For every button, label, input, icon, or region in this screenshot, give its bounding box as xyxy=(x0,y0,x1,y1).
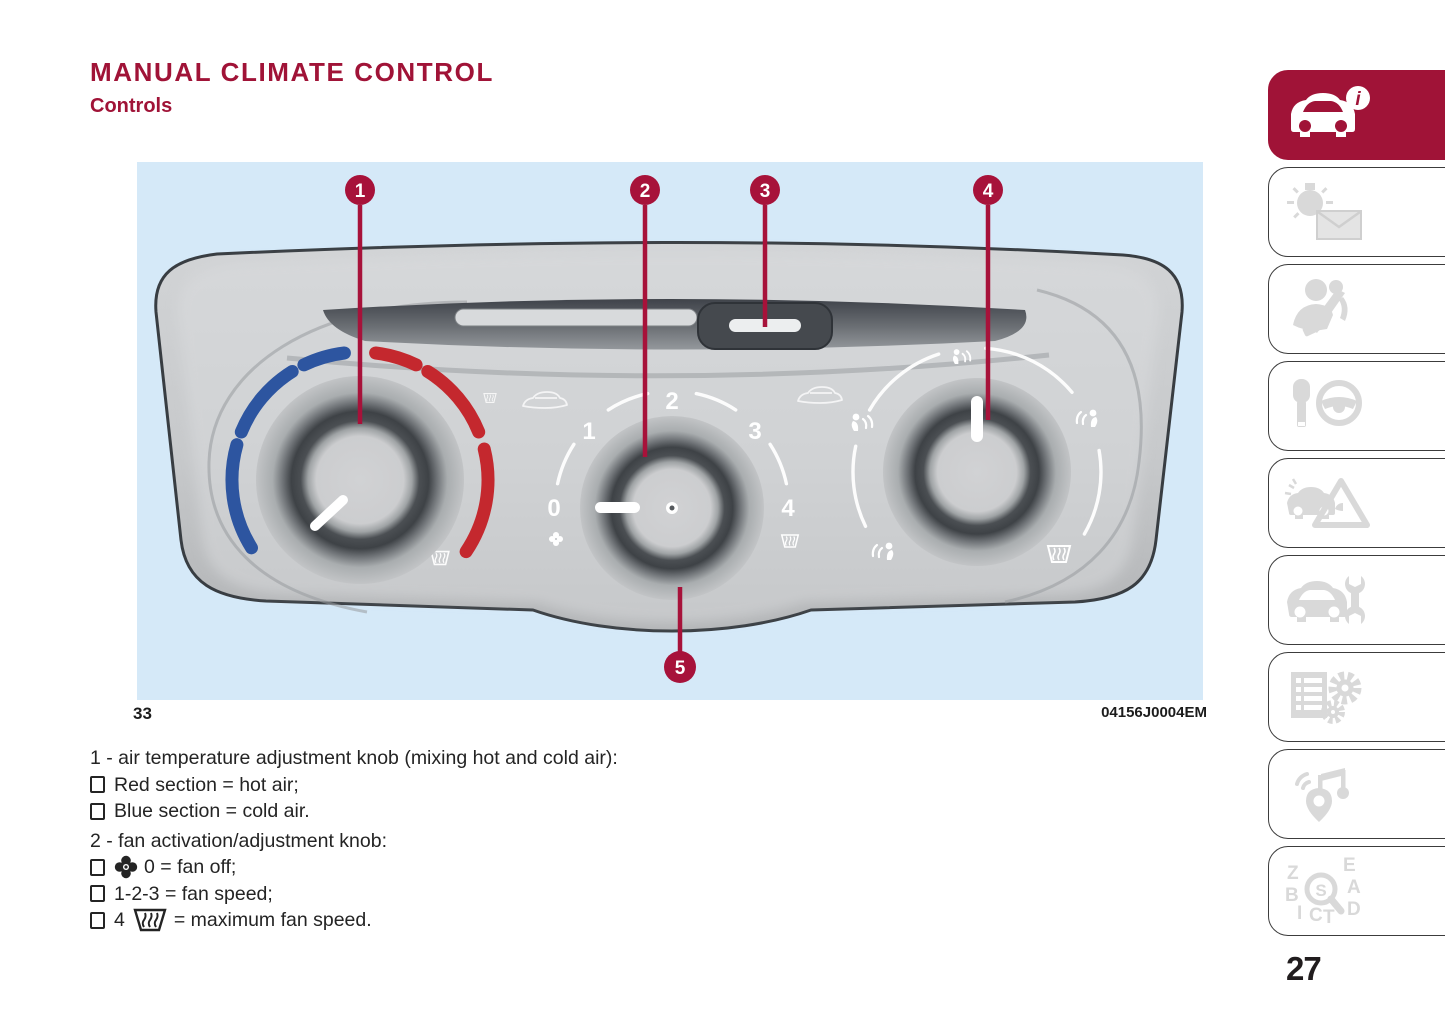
sidebar-tab-starting-and-driving[interactable] xyxy=(1268,361,1445,451)
fan-icon xyxy=(114,856,138,879)
item-text: 1-2-3 = fan speed; xyxy=(114,882,273,905)
sidebar-tab-servicing-and-care[interactable] xyxy=(1268,555,1445,645)
fan-knob-pointer xyxy=(595,502,640,513)
sidebar-tab-safety[interactable] xyxy=(1268,264,1445,354)
chapter-tab-sidebar: i xyxy=(1268,0,1445,1025)
sidebar-tab-emergency[interactable] xyxy=(1268,458,1445,548)
car-info-icon: i xyxy=(1291,86,1370,137)
checkbox-bullet-icon xyxy=(90,802,105,820)
page-title: MANUAL CLIMATE CONTROL xyxy=(90,57,494,87)
item-text: Blue section = cold air. xyxy=(114,800,310,822)
fan-scale-4: 4 xyxy=(781,495,795,522)
air-distribution-knob xyxy=(850,346,1103,566)
climate-control-panel-illustration: 0 1 2 3 4 xyxy=(154,175,1184,683)
checkbox-bullet-icon xyxy=(90,858,105,876)
fan-scale-2: 2 xyxy=(665,388,678,415)
vent-slot xyxy=(454,308,698,327)
list-item: 4 = maximum fan speed. xyxy=(90,907,750,934)
sidebar-tab-dashboard-lights-messages[interactable] xyxy=(1268,167,1445,257)
svg-text:Z: Z xyxy=(1287,863,1299,884)
list-item: 0 = fan off; xyxy=(90,854,750,881)
item-prefix: 4 xyxy=(114,909,125,931)
figure-caption: 33 04156J0004EM xyxy=(133,704,1207,724)
fan-knob: 0 1 2 3 4 xyxy=(547,388,799,600)
checkbox-bullet-icon xyxy=(90,776,105,794)
figure-code: 04156J0004EM xyxy=(1101,704,1207,721)
fan-scale-0: 0 xyxy=(547,495,560,522)
callout-1: 1 xyxy=(355,181,366,202)
temperature-knob-pointer xyxy=(310,495,348,531)
item-text: 2 - fan activation/adjustment knob: xyxy=(90,829,388,852)
item-text: 0 = fan off; xyxy=(144,856,237,878)
svg-text:I: I xyxy=(1297,903,1302,924)
list-item: 1 - air temperature adjustment knob (mix… xyxy=(90,745,750,772)
figure-number: 33 xyxy=(133,704,152,723)
svg-text:B: B xyxy=(1285,885,1299,906)
car-warning-triangle-icon xyxy=(1284,478,1370,528)
item-text: 1 - air temperature adjustment knob (mix… xyxy=(90,747,618,769)
fan-scale-3: 3 xyxy=(748,418,761,445)
svg-text:S: S xyxy=(1315,881,1326,900)
sidebar-tab-multimedia[interactable] xyxy=(1268,749,1445,839)
callout-5: 5 xyxy=(675,658,686,679)
max-defrost-icon xyxy=(133,909,167,932)
list-item: 1-2-3 = fan speed; xyxy=(90,881,750,908)
svg-text:D: D xyxy=(1347,899,1361,920)
sidebar-tab-technical-data[interactable] xyxy=(1268,652,1445,742)
occupant-seatbelt-icon xyxy=(1293,279,1348,337)
music-navigation-icon xyxy=(1295,768,1349,822)
key-steering-wheel-icon xyxy=(1293,379,1362,427)
svg-text:E: E xyxy=(1343,857,1356,876)
callout-2: 2 xyxy=(640,181,651,202)
svg-text:A: A xyxy=(1347,877,1361,898)
svg-text:T: T xyxy=(1323,907,1335,925)
checkbox-bullet-icon xyxy=(90,885,105,903)
list-item: 2 - fan activation/adjustment knob: xyxy=(90,828,750,855)
document-gears-icon xyxy=(1291,671,1362,724)
content: 1 - air temperature adjustment knob (mix… xyxy=(90,745,750,934)
list-item: Blue section = cold air. xyxy=(90,798,750,825)
distribution-knob-pointer xyxy=(971,396,983,442)
climate-control-figure: 0 1 2 3 4 xyxy=(137,162,1203,700)
list-item: Red section = hot air; xyxy=(90,772,750,799)
car-wrench-icon xyxy=(1287,576,1365,624)
sidebar-tab-vehicle-info[interactable]: i xyxy=(1268,70,1445,160)
temperature-knob xyxy=(225,346,495,584)
section-subtitle: Controls xyxy=(90,95,173,117)
light-envelope-icon xyxy=(1287,183,1362,240)
callout-4: 4 xyxy=(983,181,994,202)
svg-text:i: i xyxy=(1355,89,1361,110)
fan-scale-1: 1 xyxy=(582,418,595,445)
page-number: 27 xyxy=(1286,950,1322,987)
callout-3: 3 xyxy=(760,181,771,202)
item-text: = maximum fan speed. xyxy=(173,909,372,931)
callouts xyxy=(357,205,991,652)
checkbox-bullet-icon xyxy=(90,911,105,929)
svg-text:C: C xyxy=(1309,905,1323,925)
item-text: Red section = hot air; xyxy=(114,773,299,796)
